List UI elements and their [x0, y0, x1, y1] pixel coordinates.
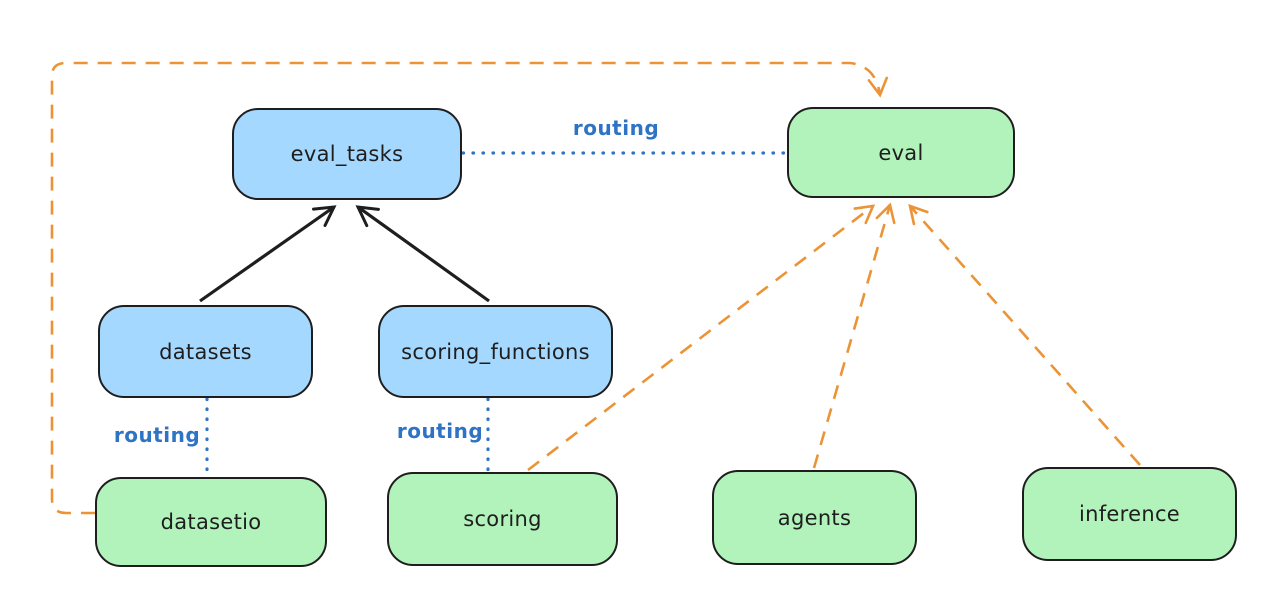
routing-label-scoring-functions-scoring: routing: [396, 419, 484, 443]
node-eval-tasks-label: eval_tasks: [290, 142, 404, 166]
edge-datasets-to-eval-tasks: [199, 205, 337, 303]
node-eval: eval: [787, 107, 1015, 198]
node-datasetio: datasetio: [95, 477, 327, 567]
node-eval-label: eval: [878, 140, 924, 165]
node-inference: inference: [1022, 467, 1237, 561]
edge-datasetio-to-eval: [50, 61, 889, 515]
node-scoring-functions-label: scoring_functions: [401, 339, 590, 364]
node-datasetio-label: datasetio: [160, 510, 262, 534]
edge-scoring-to-eval: [527, 204, 876, 472]
node-datasets-label: datasets: [159, 339, 252, 364]
edge-inference-to-eval: [908, 204, 1141, 466]
node-agents: agents: [712, 470, 917, 565]
node-eval-tasks: eval_tasks: [232, 108, 462, 200]
node-scoring: scoring: [387, 472, 618, 566]
node-agents-label: agents: [777, 505, 852, 530]
node-scoring-functions: scoring_functions: [378, 305, 613, 398]
routing-label-eval-tasks-eval: routing: [572, 116, 660, 140]
node-inference-label: inference: [1078, 502, 1181, 526]
edge-agents-to-eval: [812, 202, 896, 469]
edge-scoring-functions-to-eval-tasks: [355, 205, 490, 303]
node-scoring-label: scoring: [463, 507, 542, 531]
node-datasets: datasets: [98, 305, 313, 398]
routing-label-datasets-datasetio: routing: [113, 423, 201, 447]
